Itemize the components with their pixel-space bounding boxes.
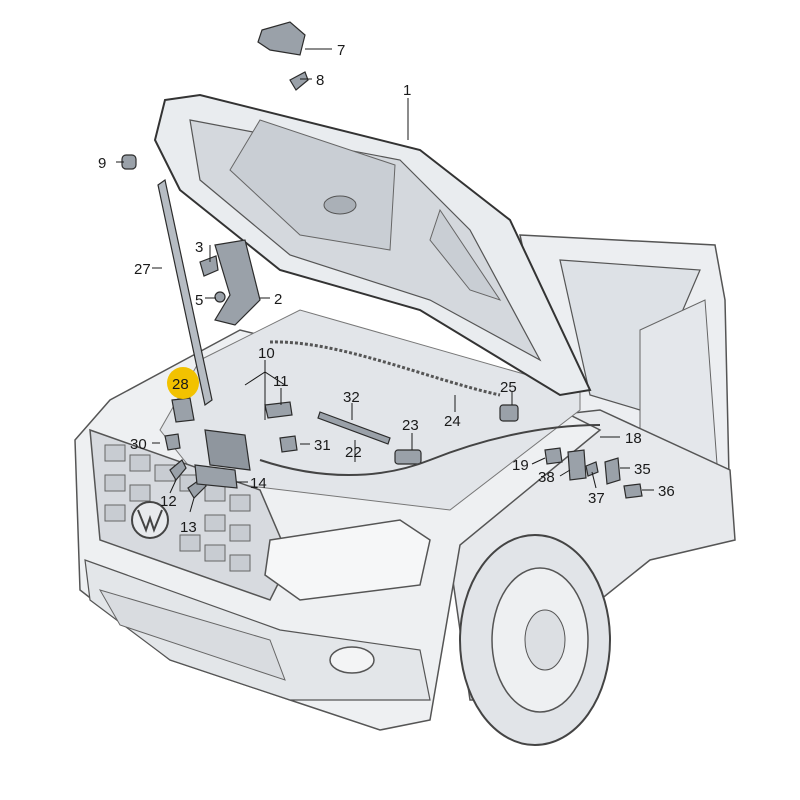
part-38-release: [567, 449, 587, 481]
part-2-bracket: [214, 239, 261, 326]
part-31-clip: [279, 435, 298, 453]
part-19-clip: [544, 447, 563, 465]
part-10-24-seal: [269, 340, 501, 397]
callout-9: 9: [98, 155, 106, 172]
part-30-seal: [164, 433, 181, 451]
callout-8: 8: [316, 72, 324, 89]
part-37-screw: [585, 461, 599, 477]
part-11-clip: [264, 401, 293, 419]
part-14-plate: [194, 464, 238, 489]
part-23-bracket: [394, 449, 422, 465]
callout-2: 2: [274, 291, 282, 308]
callout-22: 22: [345, 444, 362, 461]
callout-5: 5: [195, 292, 203, 309]
part-12-screw: [169, 459, 187, 482]
callout-35: 35: [634, 461, 651, 478]
callout-18: 18: [625, 430, 642, 447]
callout-24: 24: [444, 413, 461, 430]
part-5-bolt: [214, 291, 226, 303]
part-28-holder: [171, 397, 195, 423]
part-lock: [204, 429, 251, 471]
callout-7: 7: [337, 42, 345, 59]
callout-1: 1: [403, 82, 411, 99]
callout-28: 28: [172, 376, 189, 393]
callout-14: 14: [250, 475, 267, 492]
callout-13: 13: [180, 519, 197, 536]
hood-panel: [153, 93, 592, 397]
callout-36: 36: [658, 483, 675, 500]
highlight-marker-28: [167, 367, 199, 399]
part-35-bracket: [604, 457, 621, 485]
callout-27: 27: [134, 261, 151, 278]
part-9-buffer: [121, 154, 137, 170]
part-3-screw: [199, 255, 219, 277]
callout-25: 25: [500, 379, 517, 396]
callout-12: 12: [160, 493, 177, 510]
part-36-clip: [623, 483, 643, 499]
small-parts: [121, 21, 643, 499]
callout-30: 30: [130, 436, 147, 453]
callout-37: 37: [588, 490, 605, 507]
callout-3: 3: [195, 239, 203, 256]
callout-19: 19: [512, 457, 529, 474]
part-7-hinge: [257, 21, 306, 56]
callout-23: 23: [402, 417, 419, 434]
part-8-bolt: [289, 71, 309, 91]
callout-31: 31: [314, 437, 331, 454]
callout-38: 38: [538, 469, 555, 486]
callout-32: 32: [343, 389, 360, 406]
part-32-cable-guide: [317, 411, 391, 445]
part-22-release-cable: [259, 424, 601, 476]
callout-11: 11: [273, 373, 289, 390]
callout-10: 10: [258, 345, 275, 362]
leader-lines: [116, 48, 654, 513]
seals-and-cables: [259, 340, 601, 476]
part-25-grommet: [499, 404, 519, 422]
part-27-support-rod: [157, 178, 213, 407]
callout-labels: 7 8 1 9 3 27 5 2 10 11 28 32 25 24 23 30…: [98, 42, 675, 536]
